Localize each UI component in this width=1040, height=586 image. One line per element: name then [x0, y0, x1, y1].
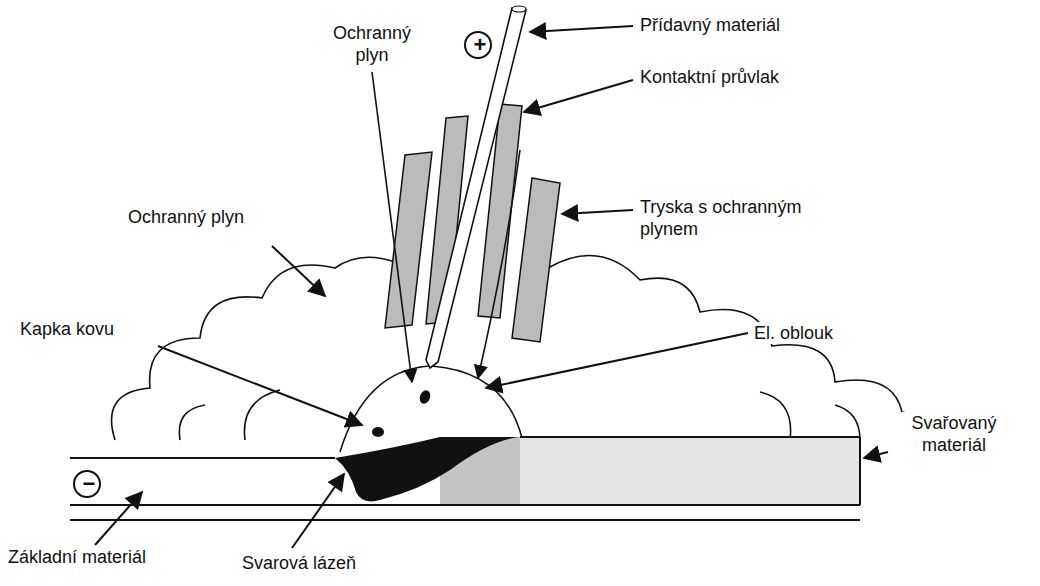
part-label: Kontaktní průvlak	[638, 66, 781, 88]
metal-drop	[418, 389, 432, 406]
polarity-symbol: +	[464, 31, 496, 59]
part-label: Ochranný plyn	[322, 22, 422, 66]
filler-wire	[426, 8, 526, 368]
part-label: Tryska s ochranným plynem	[638, 196, 832, 240]
metal-drop	[372, 427, 384, 437]
weld-pool	[335, 437, 520, 501]
part-label: Svarová lázeň	[240, 552, 358, 574]
wire-end	[512, 6, 526, 12]
nozzle-wall	[512, 178, 560, 342]
welded-material	[440, 437, 860, 505]
part-label: Kapka kovu	[18, 318, 116, 340]
part-label: El. oblouk	[752, 322, 835, 344]
part-label: Přídavný materiál	[638, 14, 782, 36]
part-label: Základní materiál	[6, 546, 148, 568]
polarity-symbol: −	[73, 470, 105, 498]
gas-flow-line	[372, 72, 412, 382]
leader-arrow	[95, 26, 888, 548]
plate-outline	[70, 437, 860, 520]
gas-flow-line	[478, 150, 520, 378]
nozzle-wall	[385, 152, 432, 328]
part-label: Svařovaný materiál	[892, 412, 1016, 456]
part-label: Ochranný plyn	[126, 206, 246, 228]
